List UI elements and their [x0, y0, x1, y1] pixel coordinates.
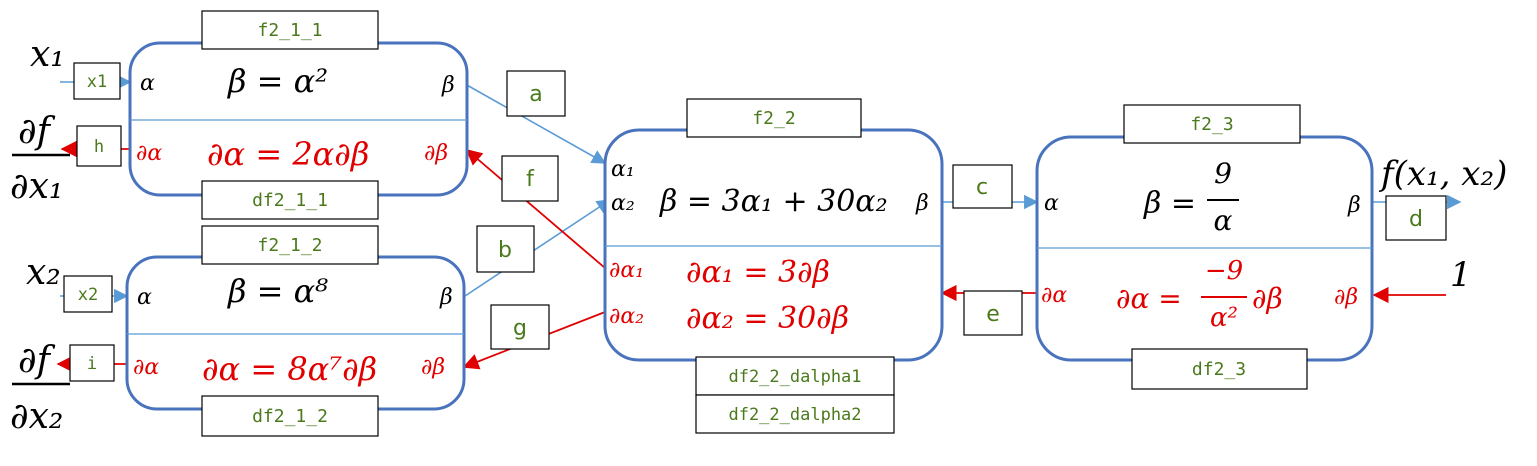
- output-beta: β: [441, 73, 455, 98]
- svg-text:g: g: [513, 316, 527, 341]
- svg-text:x1: x1: [87, 72, 107, 92]
- grad-input: ∂α: [136, 141, 162, 166]
- grad-output: ∂β: [1334, 285, 1358, 310]
- edge-label-x1: x1: [73, 62, 121, 100]
- svg-text:b: b: [498, 238, 512, 263]
- grad-dfdx1: ∂f ∂x₁: [10, 111, 70, 207]
- edge-label-f: f: [501, 155, 559, 202]
- svg-text:i: i: [87, 354, 97, 374]
- label-f2_1_2: f2_1_2: [201, 225, 379, 265]
- svg-text:f: f: [526, 167, 535, 192]
- edge-label-e: e: [963, 290, 1023, 336]
- edge-label-i: i: [69, 344, 115, 382]
- node-f2_3: α β β = 9 α ∂α ∂β ∂α = −9 α² ∂β: [1035, 135, 1374, 362]
- input-x1: x₁: [30, 34, 65, 75]
- svg-text:c: c: [976, 175, 988, 200]
- seed-one: 1: [1450, 255, 1472, 295]
- label-df2_1_1: df2_1_1: [201, 180, 379, 220]
- output-f: f(x₁, x₂): [1378, 154, 1507, 194]
- input-alpha: α: [137, 285, 152, 310]
- forward-denominator: α: [1214, 204, 1233, 237]
- input-alpha1: α₁: [611, 157, 635, 182]
- svg-text:df2_3: df2_3: [1192, 359, 1246, 380]
- grad2-numerator: ∂f: [18, 340, 56, 381]
- edge-label-d: d: [1385, 195, 1447, 241]
- edge-label-b: b: [476, 225, 535, 273]
- grad1-denominator: ∂x₁: [10, 166, 63, 207]
- label-f2_2: f2_2: [686, 98, 862, 138]
- output-beta: β: [439, 285, 453, 310]
- backward-denominator: α²: [1210, 303, 1238, 333]
- svg-text:df2_1_1: df2_1_1: [252, 190, 328, 211]
- edge-label-a: a: [506, 70, 566, 117]
- output-beta: β: [1347, 193, 1361, 218]
- grad-output: ∂β: [424, 141, 448, 166]
- svg-text:df2_2_dalpha1: df2_2_dalpha1: [728, 367, 861, 387]
- node-f2_2: α₁ α₂ β β = 3α₁ + 30α₂ ∂α₁ ∂α₂ ∂α₁ = 3∂β…: [603, 128, 944, 362]
- svg-text:df2_1_2: df2_1_2: [252, 406, 328, 427]
- backward-formula: ∂α = 2α∂β: [207, 135, 369, 173]
- svg-text:f2_1_2: f2_1_2: [257, 235, 322, 256]
- svg-text:f2_1_1: f2_1_1: [257, 20, 322, 41]
- arrow-f: [465, 148, 606, 269]
- input-alpha2: α₂: [611, 191, 635, 216]
- grad-input2: ∂α₂: [609, 304, 644, 329]
- forward-lhs: β =: [1143, 186, 1196, 221]
- label-f2_3: f2_3: [1123, 104, 1301, 144]
- svg-text:x2: x2: [78, 285, 98, 305]
- arrow-a: [464, 83, 607, 164]
- grad2-denominator: ∂x₂: [10, 396, 63, 437]
- label-f2_1_1: f2_1_1: [201, 10, 379, 50]
- grad-input: ∂α: [133, 355, 159, 380]
- svg-text:a: a: [529, 82, 542, 107]
- grad-input1: ∂α₁: [609, 258, 644, 283]
- svg-text:df2_2_dalpha2: df2_2_dalpha2: [728, 405, 861, 425]
- backward-lhs: ∂α =: [1116, 282, 1182, 315]
- label-df2_2_dalpha2: df2_2_dalpha2: [695, 394, 895, 434]
- arrow-b: [464, 199, 612, 297]
- edge-label-g: g: [490, 304, 550, 350]
- backward-formula-1: ∂α₁ = 3∂β: [686, 255, 830, 290]
- svg-text:f2_2: f2_2: [752, 108, 795, 129]
- grad-input: ∂α: [1041, 283, 1067, 308]
- forward-numerator: 9: [1214, 157, 1232, 190]
- grad1-numerator: ∂f: [18, 111, 56, 152]
- forward-formula: β = α⁸: [227, 272, 328, 310]
- node-f2_1_2: α β β = α⁸ ∂α ∂β ∂α = 8α⁷∂β: [125, 255, 466, 411]
- backward-formula-2: ∂α₂ = 30∂β: [686, 301, 849, 336]
- forward-formula: β = α²: [227, 62, 328, 100]
- edge-label-c: c: [952, 164, 1013, 209]
- backward-formula: ∂α = 8α⁷∂β: [202, 350, 377, 388]
- grad-dfdx2: ∂f ∂x₂: [10, 340, 70, 437]
- forward-formula: β = 3α₁ + 30α₂: [659, 184, 888, 219]
- svg-text:h: h: [94, 137, 104, 157]
- svg-text:d: d: [1409, 207, 1423, 232]
- label-df2_1_2: df2_1_2: [201, 395, 379, 437]
- grad-output: ∂β: [421, 355, 445, 380]
- backward-rhs: ∂β: [1252, 282, 1283, 315]
- backward-numerator: −9: [1205, 256, 1243, 286]
- svg-text:f2_3: f2_3: [1190, 114, 1233, 135]
- input-alpha: α: [1044, 191, 1059, 216]
- input-alpha: α: [140, 71, 155, 96]
- input-x2: x₂: [26, 252, 61, 293]
- output-beta: β: [915, 191, 929, 216]
- svg-text:e: e: [986, 302, 1000, 327]
- label-df2_2_dalpha1: df2_2_dalpha1: [695, 356, 895, 396]
- edge-label-x2: x2: [63, 275, 113, 313]
- edge-label-h: h: [76, 125, 122, 167]
- node-f2_1_1: α β β = α² ∂α ∂β ∂α = 2α∂β: [128, 41, 469, 197]
- label-df2_3: df2_3: [1131, 348, 1308, 390]
